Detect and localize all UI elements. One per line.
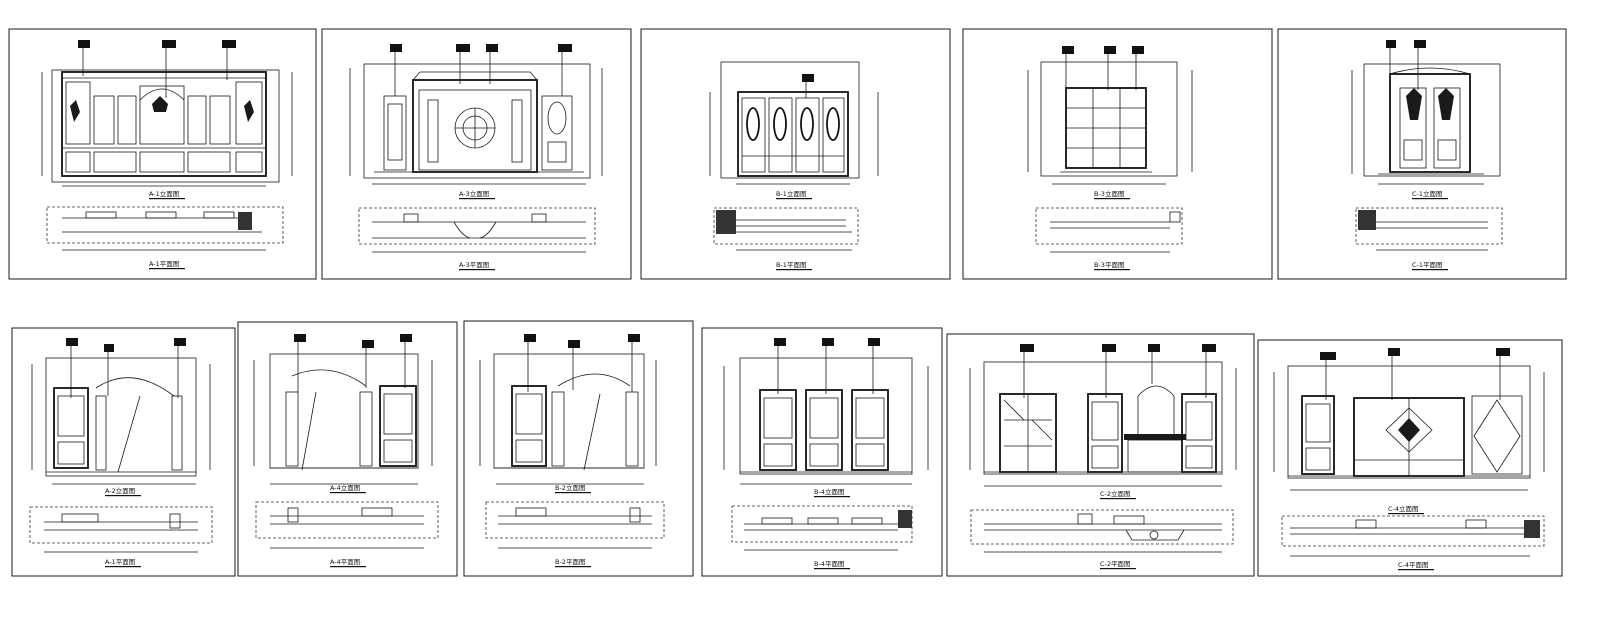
sheet-c1[interactable]: C-1立面图 C-1平面图 xyxy=(1277,28,1567,280)
elevation-caption: A-4立面图 xyxy=(330,483,360,492)
sheet-a2[interactable]: A-2立面图 A-1平面图 xyxy=(11,327,236,577)
sheet-frame xyxy=(701,327,943,577)
elevation-caption: A-1立面图 xyxy=(149,189,179,198)
sheet-b3[interactable]: B-3立面图 B-3平面图 xyxy=(962,28,1273,280)
elevation-caption: C-4立面图 xyxy=(1388,504,1419,513)
elevation-drawing xyxy=(31,338,211,485)
plan-drawing xyxy=(731,505,913,551)
plan-caption: B-4平面图 xyxy=(814,560,844,568)
elevation-caption: C-1立面图 xyxy=(1412,189,1443,198)
elevation-drawing xyxy=(1351,40,1501,185)
plan-caption: A-1平面图 xyxy=(149,260,179,268)
sheet-a3[interactable]: A-3立面图 A-3平面图 xyxy=(321,28,632,280)
plan-drawing xyxy=(713,207,859,251)
plan-caption: A-1平面图 xyxy=(105,558,135,566)
elevation-drawing xyxy=(253,334,433,485)
elevation-caption: B-4立面图 xyxy=(814,487,844,496)
sheet-frame xyxy=(237,321,458,577)
sheet-a1[interactable]: A-1立面图 A-1平面图 xyxy=(8,28,317,280)
plan-drawing xyxy=(29,506,213,553)
sheet-frame xyxy=(640,28,951,280)
plan-drawing xyxy=(1281,515,1545,557)
sheet-a4[interactable]: A-4立面图 A-4平面图 xyxy=(237,321,458,577)
elevation-caption: B-3立面图 xyxy=(1094,189,1124,198)
sheet-frame xyxy=(1257,339,1563,577)
elevation-drawing xyxy=(709,61,879,185)
plan-drawing xyxy=(970,509,1234,553)
plan-drawing xyxy=(46,206,284,251)
plan-caption: A-3平面图 xyxy=(459,261,489,269)
elevation-drawing xyxy=(1027,46,1193,185)
sheet-frame xyxy=(962,28,1273,280)
plan-drawing xyxy=(255,501,439,549)
sheet-c4[interactable]: C-4立面图 C-4平面图 xyxy=(1257,339,1563,577)
sheet-b4[interactable]: B-4立面图 B-4平面图 xyxy=(701,327,943,577)
plan-drawing xyxy=(485,501,665,549)
elevation-drawing xyxy=(723,338,929,485)
plan-caption: C-4平面图 xyxy=(1398,561,1429,569)
sheet-b2[interactable]: B-2立面图 B-2平面图 xyxy=(463,320,694,577)
sheet-b1[interactable]: B-1立面图 B-1平面图 xyxy=(640,28,951,280)
elevation-caption: A-2立面图 xyxy=(105,486,135,495)
sheet-c2[interactable]: C-2立面图 C-2平面图 xyxy=(946,333,1255,577)
sheet-frame xyxy=(8,28,317,280)
elevation-caption: C-2立面图 xyxy=(1100,489,1131,498)
plan-caption: C-1平面图 xyxy=(1412,261,1443,269)
plan-drawing xyxy=(1355,207,1503,251)
elevation-caption: B-1立面图 xyxy=(776,189,806,198)
elevation-caption: A-3立面图 xyxy=(459,189,489,198)
sheet-frame xyxy=(321,28,632,280)
elevation-caption: B-2立面图 xyxy=(555,483,585,492)
plan-caption: B-2平面图 xyxy=(555,558,585,566)
elevation-drawing xyxy=(1273,348,1545,491)
plan-caption: B-1平面图 xyxy=(776,261,806,269)
plan-caption: A-4平面图 xyxy=(330,558,360,566)
plan-caption: C-2平面图 xyxy=(1100,560,1131,568)
plan-caption: B-3平面图 xyxy=(1094,261,1124,269)
elevation-drawing xyxy=(479,334,657,485)
plan-drawing xyxy=(358,207,596,253)
sheet-frame xyxy=(463,320,694,577)
sheet-frame xyxy=(946,333,1255,577)
elevation-drawing xyxy=(41,40,293,187)
plan-drawing xyxy=(1035,207,1183,253)
elevation-drawing xyxy=(969,344,1237,487)
elevation-drawing xyxy=(349,44,603,185)
